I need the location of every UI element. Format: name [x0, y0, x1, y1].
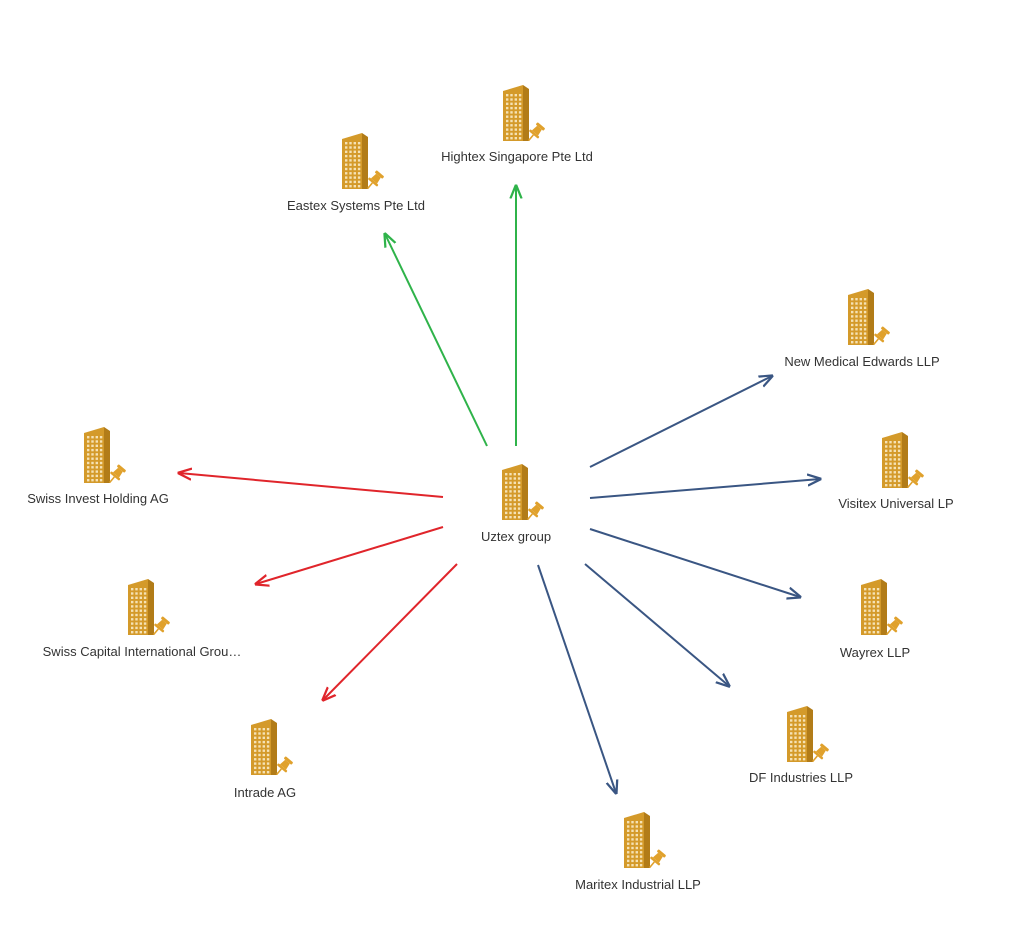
edge-uztex-to-wayrex[interactable] — [589, 528, 800, 597]
node-label: Hightex Singapore Pte Ltd — [441, 149, 593, 164]
pin-icon[interactable] — [524, 121, 546, 144]
node-label: New Medical Edwards LLP — [784, 354, 939, 369]
building-icon — [502, 464, 545, 523]
node-new-medical[interactable]: New Medical Edwards LLP — [784, 289, 940, 369]
node-label: Uztex group — [481, 529, 551, 544]
pin-icon[interactable] — [882, 615, 904, 638]
node-wayrex[interactable]: Wayrex LLP — [840, 579, 910, 660]
building-icon — [503, 85, 546, 144]
edge-uztex-to-intrade[interactable] — [323, 563, 458, 700]
node-label: Intrade AG — [234, 785, 296, 800]
node-swiss-capital[interactable]: Swiss Capital International Grou… — [43, 579, 242, 659]
edge-uztex-to-new-medical[interactable] — [589, 376, 772, 468]
node-label: Visitex Universal LP — [838, 496, 953, 511]
node-maritex[interactable]: Maritex Industrial LLP — [575, 812, 701, 892]
node-swiss-invest[interactable]: Swiss Invest Holding AG — [27, 427, 169, 506]
edge-uztex-to-visitex[interactable] — [589, 479, 820, 499]
node-label: Wayrex LLP — [840, 645, 910, 660]
building-icon — [84, 427, 127, 486]
pin-icon[interactable] — [645, 848, 667, 871]
pin-icon[interactable] — [105, 463, 127, 486]
pin-icon[interactable] — [808, 742, 830, 765]
node-label: Swiss Invest Holding AG — [27, 491, 169, 506]
node-hightex[interactable]: Hightex Singapore Pte Ltd — [441, 85, 593, 164]
node-visitex[interactable]: Visitex Universal LP — [838, 432, 954, 511]
node-label: Eastex Systems Pte Ltd — [287, 198, 425, 213]
node-eastex[interactable]: Eastex Systems Pte Ltd — [287, 133, 425, 213]
pin-icon[interactable] — [149, 615, 171, 638]
pin-icon[interactable] — [272, 755, 294, 778]
building-icon — [128, 579, 171, 638]
edge-uztex-to-maritex[interactable] — [537, 564, 616, 793]
building-icon — [251, 719, 294, 778]
building-icon — [342, 133, 385, 192]
node-uztex[interactable]: Uztex group — [481, 464, 551, 544]
pin-icon[interactable] — [523, 500, 545, 523]
building-icon — [787, 706, 830, 765]
building-icon — [882, 432, 925, 491]
edge-uztex-to-swiss-capital[interactable] — [256, 526, 444, 584]
nodes-layer: Uztex group Hightex Singapore Pte LtdEast… — [27, 85, 954, 892]
building-icon — [624, 812, 667, 871]
node-label: Swiss Capital International Grou… — [43, 644, 242, 659]
edge-uztex-to-eastex[interactable] — [385, 234, 488, 447]
edge-uztex-to-df-industries[interactable] — [584, 563, 729, 686]
node-label: Maritex Industrial LLP — [575, 877, 701, 892]
building-icon — [861, 579, 904, 638]
edge-uztex-to-swiss-invest[interactable] — [179, 473, 444, 498]
node-label: DF Industries LLP — [749, 770, 853, 785]
edges-layer — [179, 186, 820, 793]
pin-icon[interactable] — [363, 169, 385, 192]
node-df-industries[interactable]: DF Industries LLP — [749, 706, 853, 785]
pin-icon[interactable] — [869, 325, 891, 348]
node-intrade[interactable]: Intrade AG — [234, 719, 296, 800]
pin-icon[interactable] — [903, 468, 925, 491]
building-icon — [848, 289, 891, 348]
